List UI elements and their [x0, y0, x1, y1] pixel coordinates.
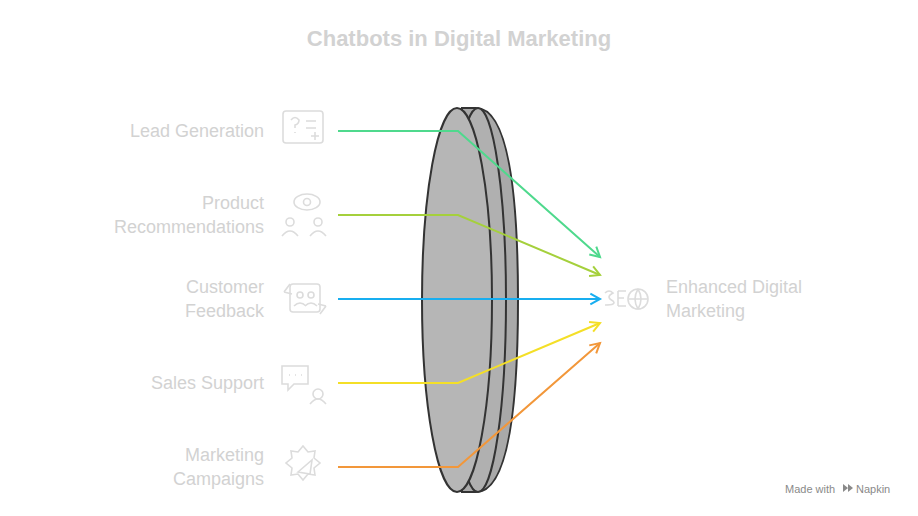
icons [282, 111, 648, 480]
node-label: Product Recommendations [99, 191, 264, 239]
input-label-node: Sales Support [64, 367, 330, 399]
input-label-node: Marketing Campaigns [144, 439, 330, 495]
flow-arrow [338, 343, 600, 467]
node-label: Lead Generation [64, 119, 264, 143]
node-label: Marketing Campaigns [144, 443, 264, 491]
input-label-node: Lead Generation [64, 115, 330, 147]
flow-arrow [338, 322, 600, 383]
watermark: Napkin [856, 482, 890, 496]
napkin-logo [843, 484, 853, 492]
node-label: Sales Support [64, 371, 264, 395]
flow-arrow [338, 131, 600, 257]
output-node: Enhanced Digital Marketing [600, 271, 831, 327]
input-label-node: Product Recommendations [99, 187, 330, 243]
input-label-node: Customer Feedback [144, 271, 330, 327]
node-label: Enhanced Digital Marketing [666, 275, 831, 323]
watermark: Made with [785, 482, 835, 496]
flow-arrow [338, 294, 600, 305]
diagram-title: Chatbots in Digital Marketing [0, 26, 918, 52]
flow-arrow [338, 215, 600, 276]
node-label: Customer Feedback [144, 275, 264, 323]
